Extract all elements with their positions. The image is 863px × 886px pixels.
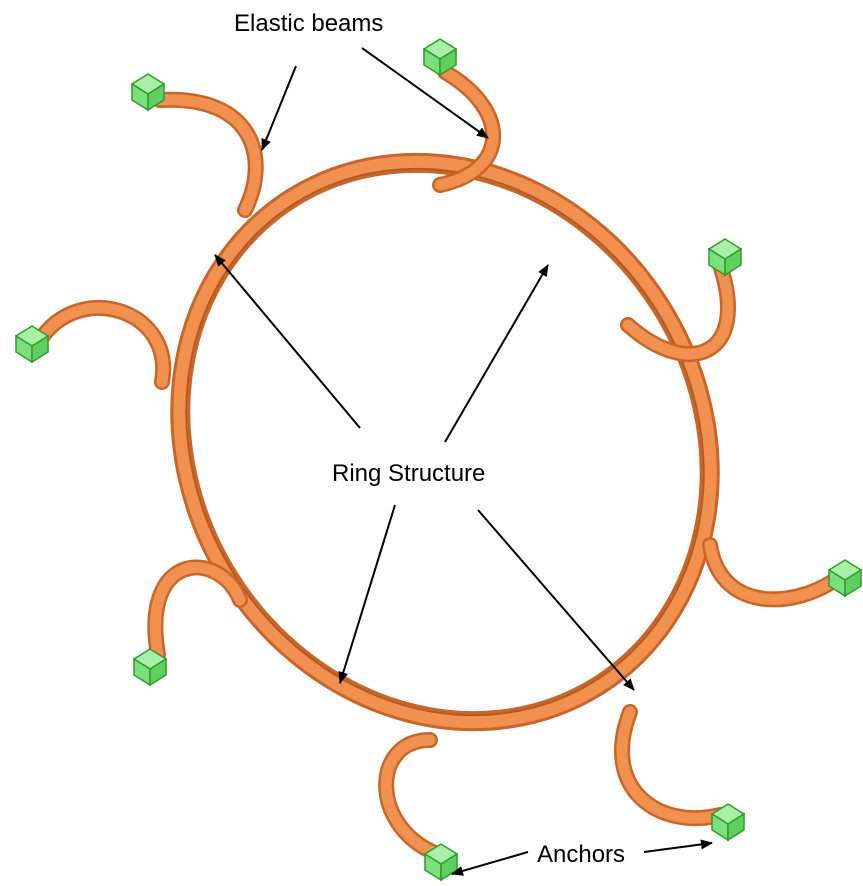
elastic-beam-4 (702, 537, 843, 608)
arrow-elastic-beam-right (361, 47, 489, 139)
green-cube-icon (827, 559, 863, 598)
elastic-beam-5 (614, 704, 728, 827)
anchors (14, 38, 863, 882)
green-cube-icon (710, 803, 746, 842)
elastic-beams (32, 64, 843, 863)
arrow-ring-lower-left (338, 504, 396, 684)
elastic-beams-label: Elastic beams (234, 10, 384, 37)
green-cube-icon (132, 648, 168, 687)
elastic-beam-2 (432, 64, 502, 193)
green-cube-icon (130, 73, 166, 112)
elastic-beam-7 (147, 559, 248, 663)
green-cube-icon (14, 325, 50, 364)
elastic-beam-8 (32, 299, 172, 390)
elastic-beam-1 (152, 91, 264, 218)
arrow-ring-upper-right (444, 264, 549, 443)
green-cube-icon (422, 38, 458, 77)
arrow-anchor-right (643, 839, 713, 853)
elastic-beam-3 (620, 257, 736, 362)
anchors-label: Anchors (537, 841, 626, 868)
arrow-ring-lower-right (477, 509, 635, 691)
arrow-ring-upper-left (214, 254, 361, 429)
arrow-elastic-beam-left (261, 65, 297, 151)
arrows (214, 47, 713, 876)
arrow-anchor-left (451, 851, 529, 876)
green-cube-icon (423, 843, 459, 882)
elastic-beam-6 (378, 732, 448, 863)
ring-structure-label: Ring Structure (332, 460, 486, 487)
green-cube-icon (707, 238, 743, 277)
